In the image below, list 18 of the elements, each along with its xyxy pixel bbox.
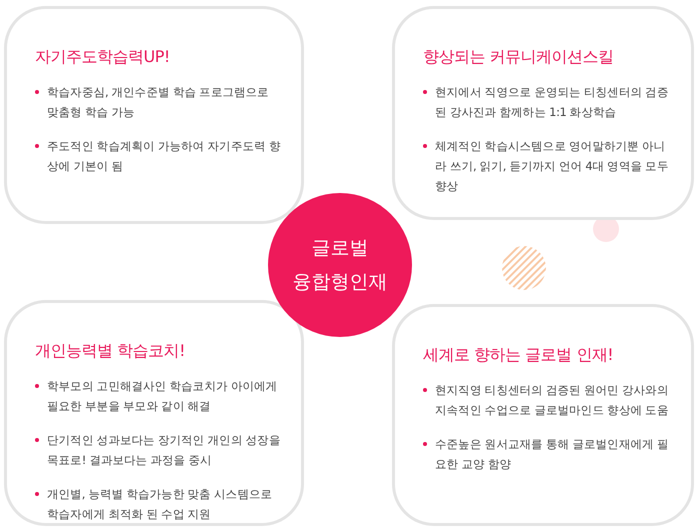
bullet-text: 학부모의 고민해결사인 학습코치가 아이에게 필요한 부분을 부모와 같이 해결	[35, 376, 281, 416]
info-card	[4, 300, 304, 526]
card-title: 자기주도학습력UP!	[35, 47, 171, 68]
bullet-text: 현지직영 티칭센터의 검증된 원어민 강사와의 지속적인 수업으로 글로벌마인드 향상에 도움	[423, 380, 671, 420]
card-title: 향상되는 커뮤니케이션스킬	[423, 47, 615, 68]
bullet-text: 수준높은 원서교재를 통해 글로벌인재에게 필요한 교양 함양	[423, 434, 671, 474]
bullet-text: 현지에서 직영으로 운영되는 티칭센터의 검증된 강사진과 함께하는 1:1 화상학습	[423, 82, 671, 122]
bullet-text: 체계적인 학습시스템으로 영어말하기뿐 아니라 쓰기, 읽기, 듣기까지 언어 4대 영역을 모두 향상	[423, 136, 671, 196]
bullet-text: 학습자중심, 개인수준별 학습 프로그램으로 맞춤형 학습 가능	[35, 82, 281, 122]
info-card	[4, 6, 304, 224]
card-title: 개인능력별 학습코치!	[35, 341, 186, 362]
bullet-text: 개인별, 능력별 학습가능한 맞춤 시스템으로 학습자에게 최적화 된 수업 지원	[35, 484, 281, 524]
info-card	[392, 6, 694, 220]
card-title: 세계로 향하는 글로벌 인재!	[423, 345, 614, 366]
bullet-text: 주도적인 학습계획이 가능하여 자기주도력 향상에 기본이 됨	[35, 136, 281, 176]
info-card	[392, 304, 694, 526]
bullet-text: 단기적인 성과보다는 장기적인 개인의 성장을 목표로! 결과보다는 과정을 중시	[35, 430, 281, 470]
center-title: 글로벌 융합형인재	[292, 236, 388, 295]
